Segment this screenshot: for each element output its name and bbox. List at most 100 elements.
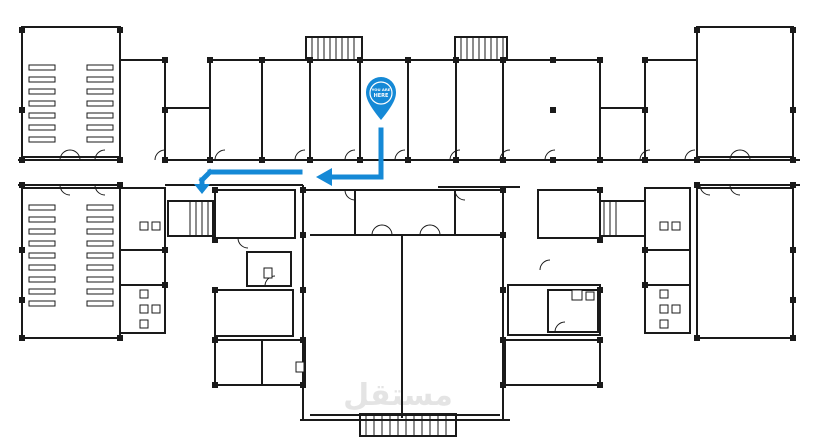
left-wing [18,26,166,339]
column [162,157,168,163]
classroom-right-top [696,26,794,158]
desk [86,88,114,95]
restroom-block-left [119,187,166,334]
desk [86,300,114,307]
column [19,27,25,33]
desk [86,276,114,283]
you-are-here-marker: YOU ARE HERE [366,77,396,120]
column [117,335,123,341]
desk [86,216,114,223]
column [117,182,123,188]
desk [28,276,56,283]
classroom-desks [28,64,114,307]
desk [86,136,114,143]
column [307,57,313,63]
column [300,382,306,388]
desk [28,288,56,295]
column [790,247,796,253]
column [357,57,363,63]
room-lc-4 [214,339,306,386]
room-rc-1 [537,189,601,239]
room-lc-1 [214,189,296,239]
desk [86,64,114,71]
column [597,382,603,388]
column [19,182,25,188]
right-wing [644,26,800,339]
desk [86,100,114,107]
column [19,157,25,163]
desk [86,76,114,83]
column [162,107,168,113]
route-arrowheads [194,168,332,194]
column [207,157,213,163]
column [642,157,648,163]
desk [28,136,56,143]
column [790,182,796,188]
column [790,297,796,303]
column [642,247,648,253]
column [642,107,648,113]
column [500,187,506,193]
column [694,182,700,188]
column [212,382,218,388]
desk [28,264,56,271]
column [212,287,218,293]
column [453,157,459,163]
column [357,157,363,163]
desk [86,240,114,247]
column [597,337,603,343]
desk [28,240,56,247]
desk [28,112,56,119]
column [162,247,168,253]
column [19,247,25,253]
column [500,157,506,163]
column [453,57,459,63]
column [790,107,796,113]
watermark: مستقل [343,378,453,413]
column [500,337,506,343]
desk [28,76,56,83]
column [207,57,213,63]
column [300,232,306,238]
column [500,382,506,388]
stairs-mid [167,200,646,437]
top-rooms [120,59,697,161]
desk [28,252,56,259]
column [300,187,306,193]
column [212,237,218,243]
stairs-top [305,36,508,61]
column [694,335,700,341]
column [212,187,218,193]
desk [86,252,114,259]
desk [86,264,114,271]
desk [28,300,56,307]
right-center-rooms [438,186,601,386]
column [300,337,306,343]
classroom-right-bottom [696,187,794,339]
column [500,287,506,293]
column [162,282,168,288]
room-lc-2 [246,251,292,287]
column [550,157,556,163]
column [790,335,796,341]
column [642,57,648,63]
column [117,27,123,33]
column [117,157,123,163]
door-swings [59,149,751,333]
column [500,232,506,238]
column [300,287,306,293]
marker-label-line1: YOU ARE [371,87,391,92]
desk [28,88,56,95]
column [259,157,265,163]
column [405,157,411,163]
column [550,107,556,113]
column [597,287,603,293]
desk [28,228,56,235]
column [19,335,25,341]
desk [28,64,56,71]
column [694,27,700,33]
desk [86,228,114,235]
desk [28,204,56,211]
left-center-rooms [214,189,306,386]
